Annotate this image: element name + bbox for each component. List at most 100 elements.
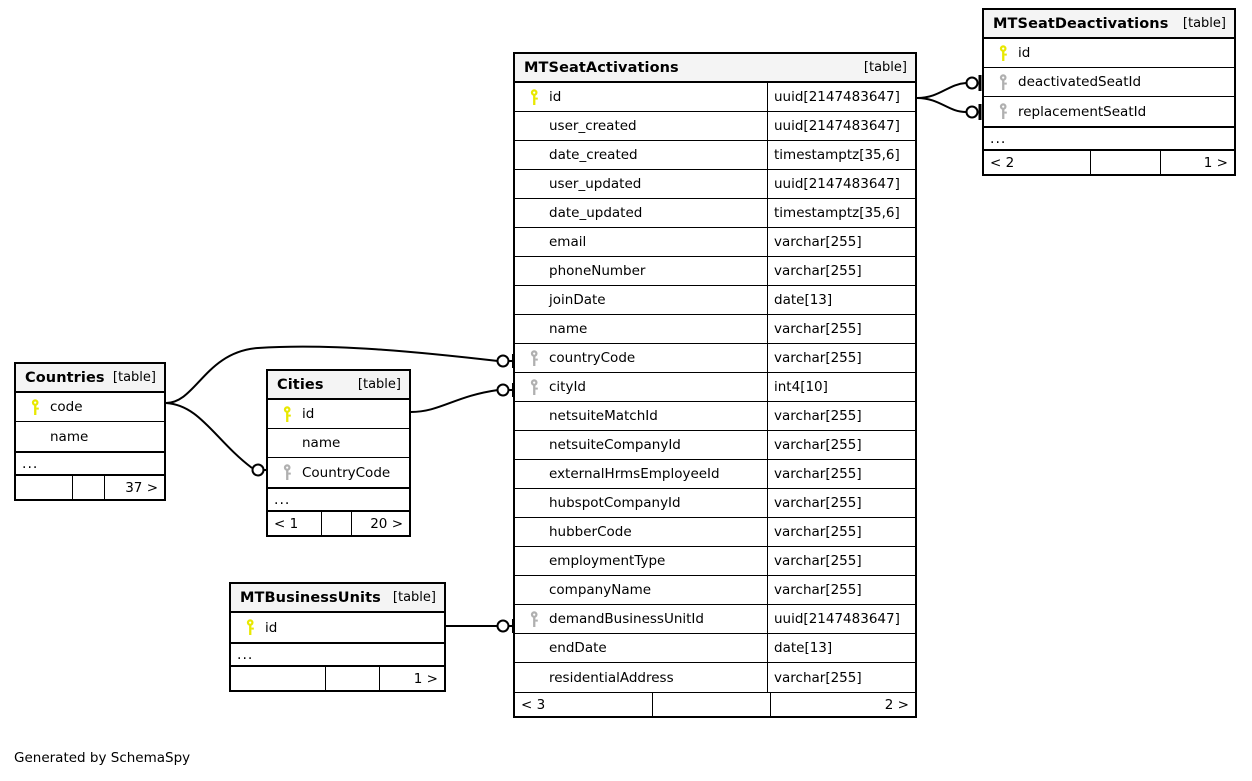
- column-label: hubspotCompanyId: [549, 495, 681, 511]
- column-name-cell: externalHrmsEmployeeId: [515, 460, 767, 488]
- table-footer-cities: < 1 20 >: [268, 511, 409, 535]
- column-name-cell: id: [268, 400, 409, 428]
- footer-parent-count[interactable]: < 1: [274, 515, 299, 532]
- column-row[interactable]: deactivatedSeatId: [984, 68, 1234, 97]
- footer-child-count[interactable]: 1 >: [379, 667, 444, 690]
- footer-parent-count[interactable]: [231, 667, 325, 690]
- column-row[interactable]: id: [268, 400, 409, 429]
- footer-middle: [325, 667, 379, 690]
- column-name-cell: employmentType: [515, 547, 767, 575]
- footer-child-count[interactable]: 1 >: [1160, 151, 1234, 174]
- column-name-cell: cityId: [515, 373, 767, 401]
- more-columns-indicator: ...: [268, 487, 409, 511]
- column-name-cell: netsuiteCompanyId: [515, 431, 767, 459]
- column-name-cell: netsuiteMatchId: [515, 402, 767, 430]
- column-label: id: [265, 619, 278, 636]
- edge-activations-to-deactivated-seat: [916, 82, 967, 99]
- column-label: code: [50, 399, 83, 415]
- key-icon-primary: [24, 398, 46, 416]
- column-label: id: [549, 89, 562, 105]
- column-row[interactable]: cityId int4[10]: [515, 373, 915, 402]
- column-name-cell: phoneNumber: [515, 257, 767, 285]
- column-type-cell: uuid[2147483647]: [767, 170, 915, 198]
- column-label: residentialAddress: [549, 669, 674, 686]
- generator-credit: Generated by SchemaSpy: [14, 750, 191, 766]
- column-row[interactable]: id: [231, 613, 444, 642]
- table-title: MTBusinessUnits: [240, 589, 381, 606]
- column-name-cell: email: [515, 228, 767, 256]
- table-header-mtseatactivations: MTSeatActivations [table]: [515, 54, 915, 83]
- table-header-mtseatdeactivations: MTSeatDeactivations [table]: [984, 10, 1234, 39]
- column-type-cell: uuid[2147483647]: [767, 112, 915, 140]
- column-name-cell: companyName: [515, 576, 767, 604]
- footer-child-count[interactable]: 2 >: [770, 693, 915, 716]
- column-label: demandBusinessUnitId: [549, 611, 704, 627]
- table-title: Countries: [25, 369, 105, 386]
- column-label: cityId: [549, 379, 587, 395]
- table-header-countries: Countries [table]: [16, 364, 164, 393]
- column-type-cell: varchar[255]: [767, 518, 915, 546]
- table-footer-mtseatdeactivations: < 2 1 >: [984, 150, 1234, 174]
- column-row[interactable]: name: [268, 429, 409, 458]
- column-row[interactable]: hubberCode varchar[255]: [515, 518, 915, 547]
- table-title: MTSeatDeactivations: [993, 15, 1169, 32]
- column-name-cell: user_created: [515, 112, 767, 140]
- column-row[interactable]: id: [984, 39, 1234, 68]
- column-label: replacementSeatId: [1018, 103, 1147, 120]
- column-type-cell: int4[10]: [767, 373, 915, 401]
- footer-parent-count[interactable]: [16, 476, 72, 499]
- column-label: hubberCode: [549, 524, 632, 540]
- column-name-cell: name: [268, 429, 409, 457]
- column-row[interactable]: replacementSeatId: [984, 97, 1234, 126]
- column-type-cell: varchar[255]: [767, 402, 915, 430]
- column-label: CountryCode: [302, 464, 391, 481]
- footer-parent-count[interactable]: < 2: [990, 154, 1015, 171]
- column-type-cell: varchar[255]: [767, 460, 915, 488]
- column-name-cell: date_created: [515, 141, 767, 169]
- terminator-replacement-seat: [965, 104, 982, 120]
- footer-parent-count[interactable]: < 3: [521, 696, 546, 713]
- column-row[interactable]: code: [16, 393, 164, 422]
- column-label: netsuiteCompanyId: [549, 437, 681, 453]
- table-type-tag: [table]: [112, 370, 156, 385]
- column-name-cell: code: [16, 393, 164, 421]
- column-label: user_created: [549, 118, 637, 134]
- column-row[interactable]: user_created uuid[2147483647]: [515, 112, 915, 141]
- column-list: id: [231, 613, 444, 642]
- footer-child-count[interactable]: 37 >: [104, 476, 164, 499]
- column-row[interactable]: CountryCode: [268, 458, 409, 487]
- column-row[interactable]: name: [16, 422, 164, 451]
- column-name-cell: name: [515, 315, 767, 343]
- column-label: phoneNumber: [549, 263, 646, 279]
- column-label: companyName: [549, 582, 652, 598]
- table-mtbusinessunits[interactable]: MTBusinessUnits [table] id ... 1 >: [229, 582, 446, 692]
- footer-child-count[interactable]: 20 >: [351, 512, 409, 535]
- column-name-cell: CountryCode: [268, 458, 409, 487]
- table-type-tag: [table]: [357, 377, 401, 392]
